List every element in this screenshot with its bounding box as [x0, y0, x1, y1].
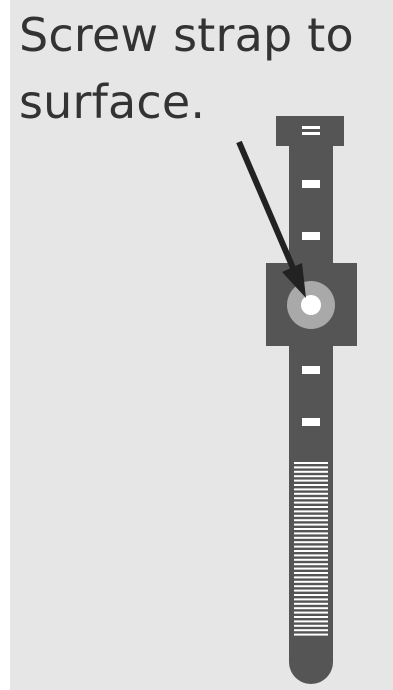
ratchet-tooth — [294, 576, 328, 579]
ratchet-tooth — [294, 462, 328, 464]
ratchet-tooth — [294, 585, 328, 588]
instruction-line-2: surface. — [19, 74, 206, 129]
strap-slot — [302, 180, 320, 188]
ratchet-tooth — [294, 589, 328, 592]
ratchet-tooth — [294, 572, 328, 574]
ratchet-tooth — [294, 620, 328, 623]
ratchet-tooth — [294, 633, 328, 636]
ratchet-tooth — [294, 519, 328, 522]
strap-slot — [302, 418, 320, 426]
arrow-head — [282, 263, 306, 298]
ratchet-tooth — [294, 528, 328, 530]
ratchet-tooth — [294, 567, 328, 570]
strap-marks — [302, 126, 320, 426]
ratchet-tooth — [294, 466, 328, 469]
ratchet-tooth — [294, 616, 328, 618]
screw-icon — [287, 281, 335, 329]
strap-slot — [302, 366, 320, 374]
ratchet-tooth — [294, 514, 328, 517]
ratchet-tooth — [294, 501, 328, 504]
ratchet-tooth — [294, 580, 328, 583]
ratchet-tooth — [294, 484, 328, 486]
ratchet-tooth — [294, 554, 328, 557]
ratchet-tooth — [294, 607, 328, 610]
ratchet-tooth — [294, 624, 328, 627]
ratchet-tooth — [294, 470, 328, 473]
arrow-icon — [236, 140, 306, 298]
strap-upper-band — [289, 136, 333, 276]
ratchet-tooth — [294, 602, 328, 605]
top-tab-line — [302, 126, 320, 129]
ratchet-tooth — [294, 497, 328, 500]
ratchet-tooth — [294, 563, 328, 566]
ratchet-tooth — [294, 506, 328, 508]
ratchet-tooth — [294, 479, 328, 482]
ratchet-tooth — [294, 629, 328, 632]
instruction-line-1: Screw strap to — [19, 8, 354, 62]
ratchet-tooth — [294, 594, 328, 596]
ratchet-tooth — [294, 598, 328, 601]
ratchet-tooth — [294, 558, 328, 561]
ratchet-tooth — [294, 611, 328, 614]
ratchet-tooth — [294, 545, 328, 548]
ratchet-tooth — [294, 541, 328, 544]
ratchet-tooth — [294, 488, 328, 491]
screw-hole — [301, 295, 321, 315]
instruction-caption: Screw strap to surface. — [19, 2, 354, 135]
arrow-shaft — [236, 140, 296, 270]
ratchet-tooth — [294, 550, 328, 552]
strap-slot — [302, 232, 320, 240]
top-tab-line — [302, 132, 320, 135]
ratchet-teeth — [294, 462, 328, 636]
ratchet-tooth — [294, 510, 328, 513]
ratchet-tooth — [294, 475, 328, 478]
ratchet-tooth — [294, 492, 328, 495]
ratchet-tooth — [294, 532, 328, 535]
ratchet-tooth — [294, 536, 328, 539]
ratchet-tooth — [294, 523, 328, 526]
